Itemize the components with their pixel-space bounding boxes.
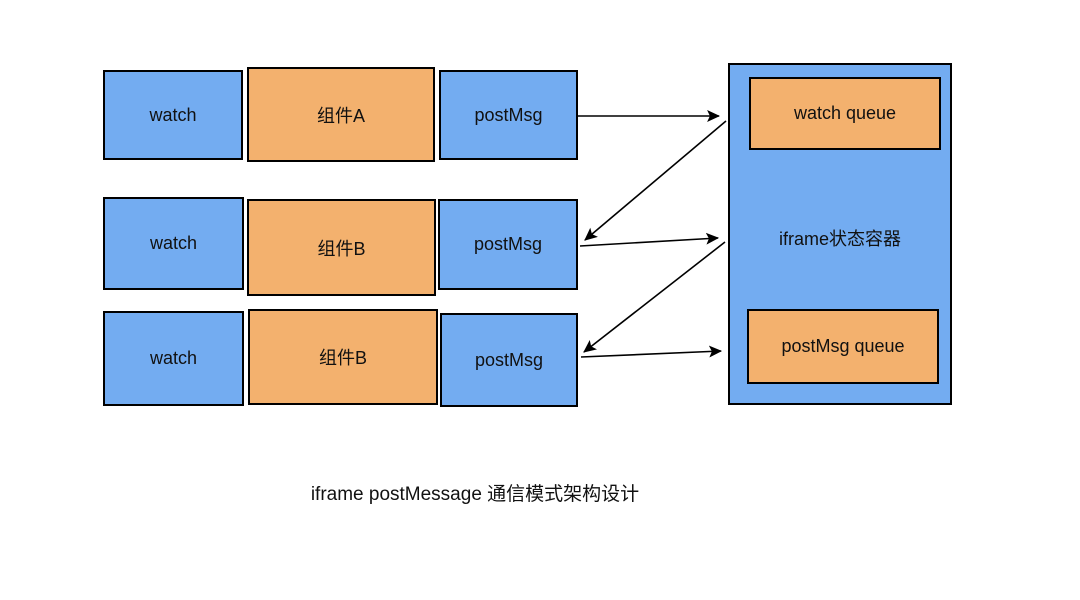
watch-box-row1: watch (103, 70, 243, 160)
postmsg-label-row3: postMsg (474, 349, 544, 370)
arrow-postmsg3-to-container (580, 345, 723, 358)
state-container-title: iframe状态容器 (778, 229, 901, 249)
watch-label-row3: watch (149, 348, 198, 368)
arrow-container-to-postmsg3 (583, 241, 726, 353)
postmsg-box-row1: postMsg (439, 70, 578, 160)
watch-label-row1: watch (149, 104, 197, 125)
postmsg-box-row2: postMsg (438, 199, 578, 290)
watch-queue-label: watch queue (793, 103, 897, 123)
component-a-box: 组件A (247, 67, 435, 162)
postmsg-queue-label: postMsg queue (781, 336, 905, 356)
watch-box-row2: watch (103, 197, 244, 290)
component-a-label: 组件A (316, 105, 365, 126)
component-b1-box: 组件B (247, 199, 436, 296)
component-b2-box: 组件B (248, 309, 438, 405)
watch-queue-box: watch queue (749, 77, 941, 150)
diagram-caption: iframe postMessage 通信模式架构设计 (310, 484, 640, 505)
arrow-container-to-postmsg2 (584, 120, 727, 241)
arrow-postmsg2-to-container (579, 232, 720, 247)
component-b2-label: 组件B (318, 348, 367, 368)
watch-label-row2: watch (149, 233, 198, 253)
postmsg-label-row1: postMsg (474, 104, 543, 125)
postmsg-queue-box: postMsg queue (747, 309, 939, 384)
postmsg-label-row2: postMsg (473, 234, 543, 254)
postmsg-box-row3: postMsg (440, 313, 578, 407)
component-b1-label: 组件B (317, 238, 366, 259)
watch-box-row3: watch (103, 311, 244, 406)
iframe-state-container: watch queue iframe状态容器 postMsg queue (728, 63, 952, 405)
